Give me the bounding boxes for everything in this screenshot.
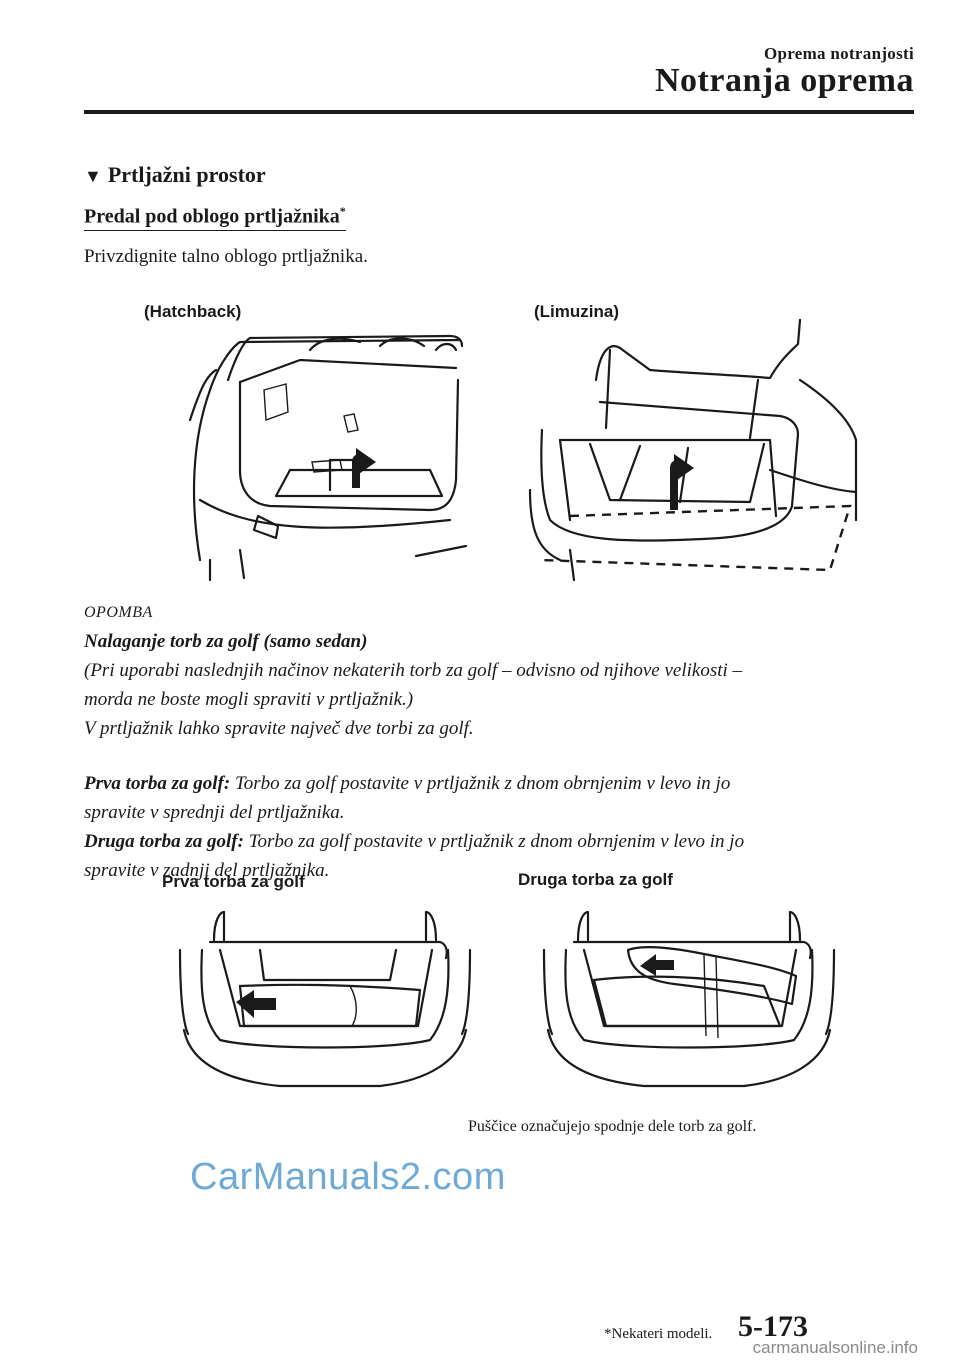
watermark: CarManuals2.com bbox=[190, 1156, 506, 1198]
chapter-label: Oprema notranjosti bbox=[763, 44, 914, 63]
footnote-mark: * bbox=[339, 204, 346, 218]
figure-caption: Puščice označujejo spodnje dele torb za … bbox=[468, 1118, 757, 1135]
header-divider bbox=[84, 110, 914, 114]
note-second-bag-text: Torbo za golf postavite v prtljažnik z d… bbox=[243, 831, 745, 852]
subheading-text: Predal pod oblogo prtljažnika bbox=[84, 205, 340, 228]
note-second-bag-label: Druga torba za golf: bbox=[84, 831, 244, 852]
page-title: Notranja oprema bbox=[655, 62, 914, 99]
note-second-bag-cont: spravite v zadnji del prtljažnika. bbox=[84, 860, 330, 881]
intro-paragraph: Privzdignite talno oblogo prtljažnika. bbox=[84, 246, 368, 267]
note-first-bag-cont: spravite v sprednji del prtljažnika. bbox=[84, 802, 345, 823]
triangle-down-icon: ▼ bbox=[84, 166, 102, 186]
note-first-bag-text: Torbo za golf postavite v prtljažnik z d… bbox=[230, 773, 731, 794]
note-title: OPOMBA bbox=[84, 604, 153, 621]
section-heading-text: Prtljažni prostor bbox=[107, 162, 266, 187]
note-block: OPOMBA Nalaganje torb za golf (samo seda… bbox=[84, 598, 884, 885]
note-first-bag-label: Prva torba za golf: bbox=[84, 773, 231, 794]
footnote: *Nekateri modeli. bbox=[604, 1326, 713, 1342]
section-heading: ▼Prtljažni prostor bbox=[84, 162, 266, 188]
first-golf-bag-illustration bbox=[178, 910, 472, 1088]
note-heading: Nalaganje torb za golf (samo sedan) bbox=[84, 631, 368, 652]
figure-label-first-bag: Prva torba za golf bbox=[162, 872, 305, 891]
note-first-bag: Prva torba za golf: Torbo za golf postav… bbox=[84, 769, 884, 798]
note-line-3: V prtljažnik lahko spravite največ dve t… bbox=[84, 718, 474, 739]
site-watermark: carmanualsonline.info bbox=[752, 1338, 918, 1357]
figure-label-second-bag: Druga torba za golf bbox=[518, 870, 673, 889]
page-number: 5-173 bbox=[738, 1310, 808, 1343]
figure-label-hatchback: (Hatchback) bbox=[144, 302, 242, 321]
subheading: Predal pod oblogo prtljažnika* bbox=[84, 204, 346, 231]
second-golf-bag-illustration bbox=[542, 910, 836, 1088]
sedan-trunk-illustration bbox=[528, 318, 858, 582]
hatchback-trunk-illustration bbox=[188, 334, 468, 582]
note-second-bag: Druga torba za golf: Torbo za golf posta… bbox=[84, 827, 884, 856]
note-line-2: morda ne boste mogli spraviti v prtljažn… bbox=[84, 689, 414, 710]
note-line-1: (Pri uporabi naslednjih načinov nekateri… bbox=[84, 660, 743, 681]
note-spacer bbox=[84, 743, 884, 769]
figure-label-sedan: (Limuzina) bbox=[534, 302, 619, 321]
